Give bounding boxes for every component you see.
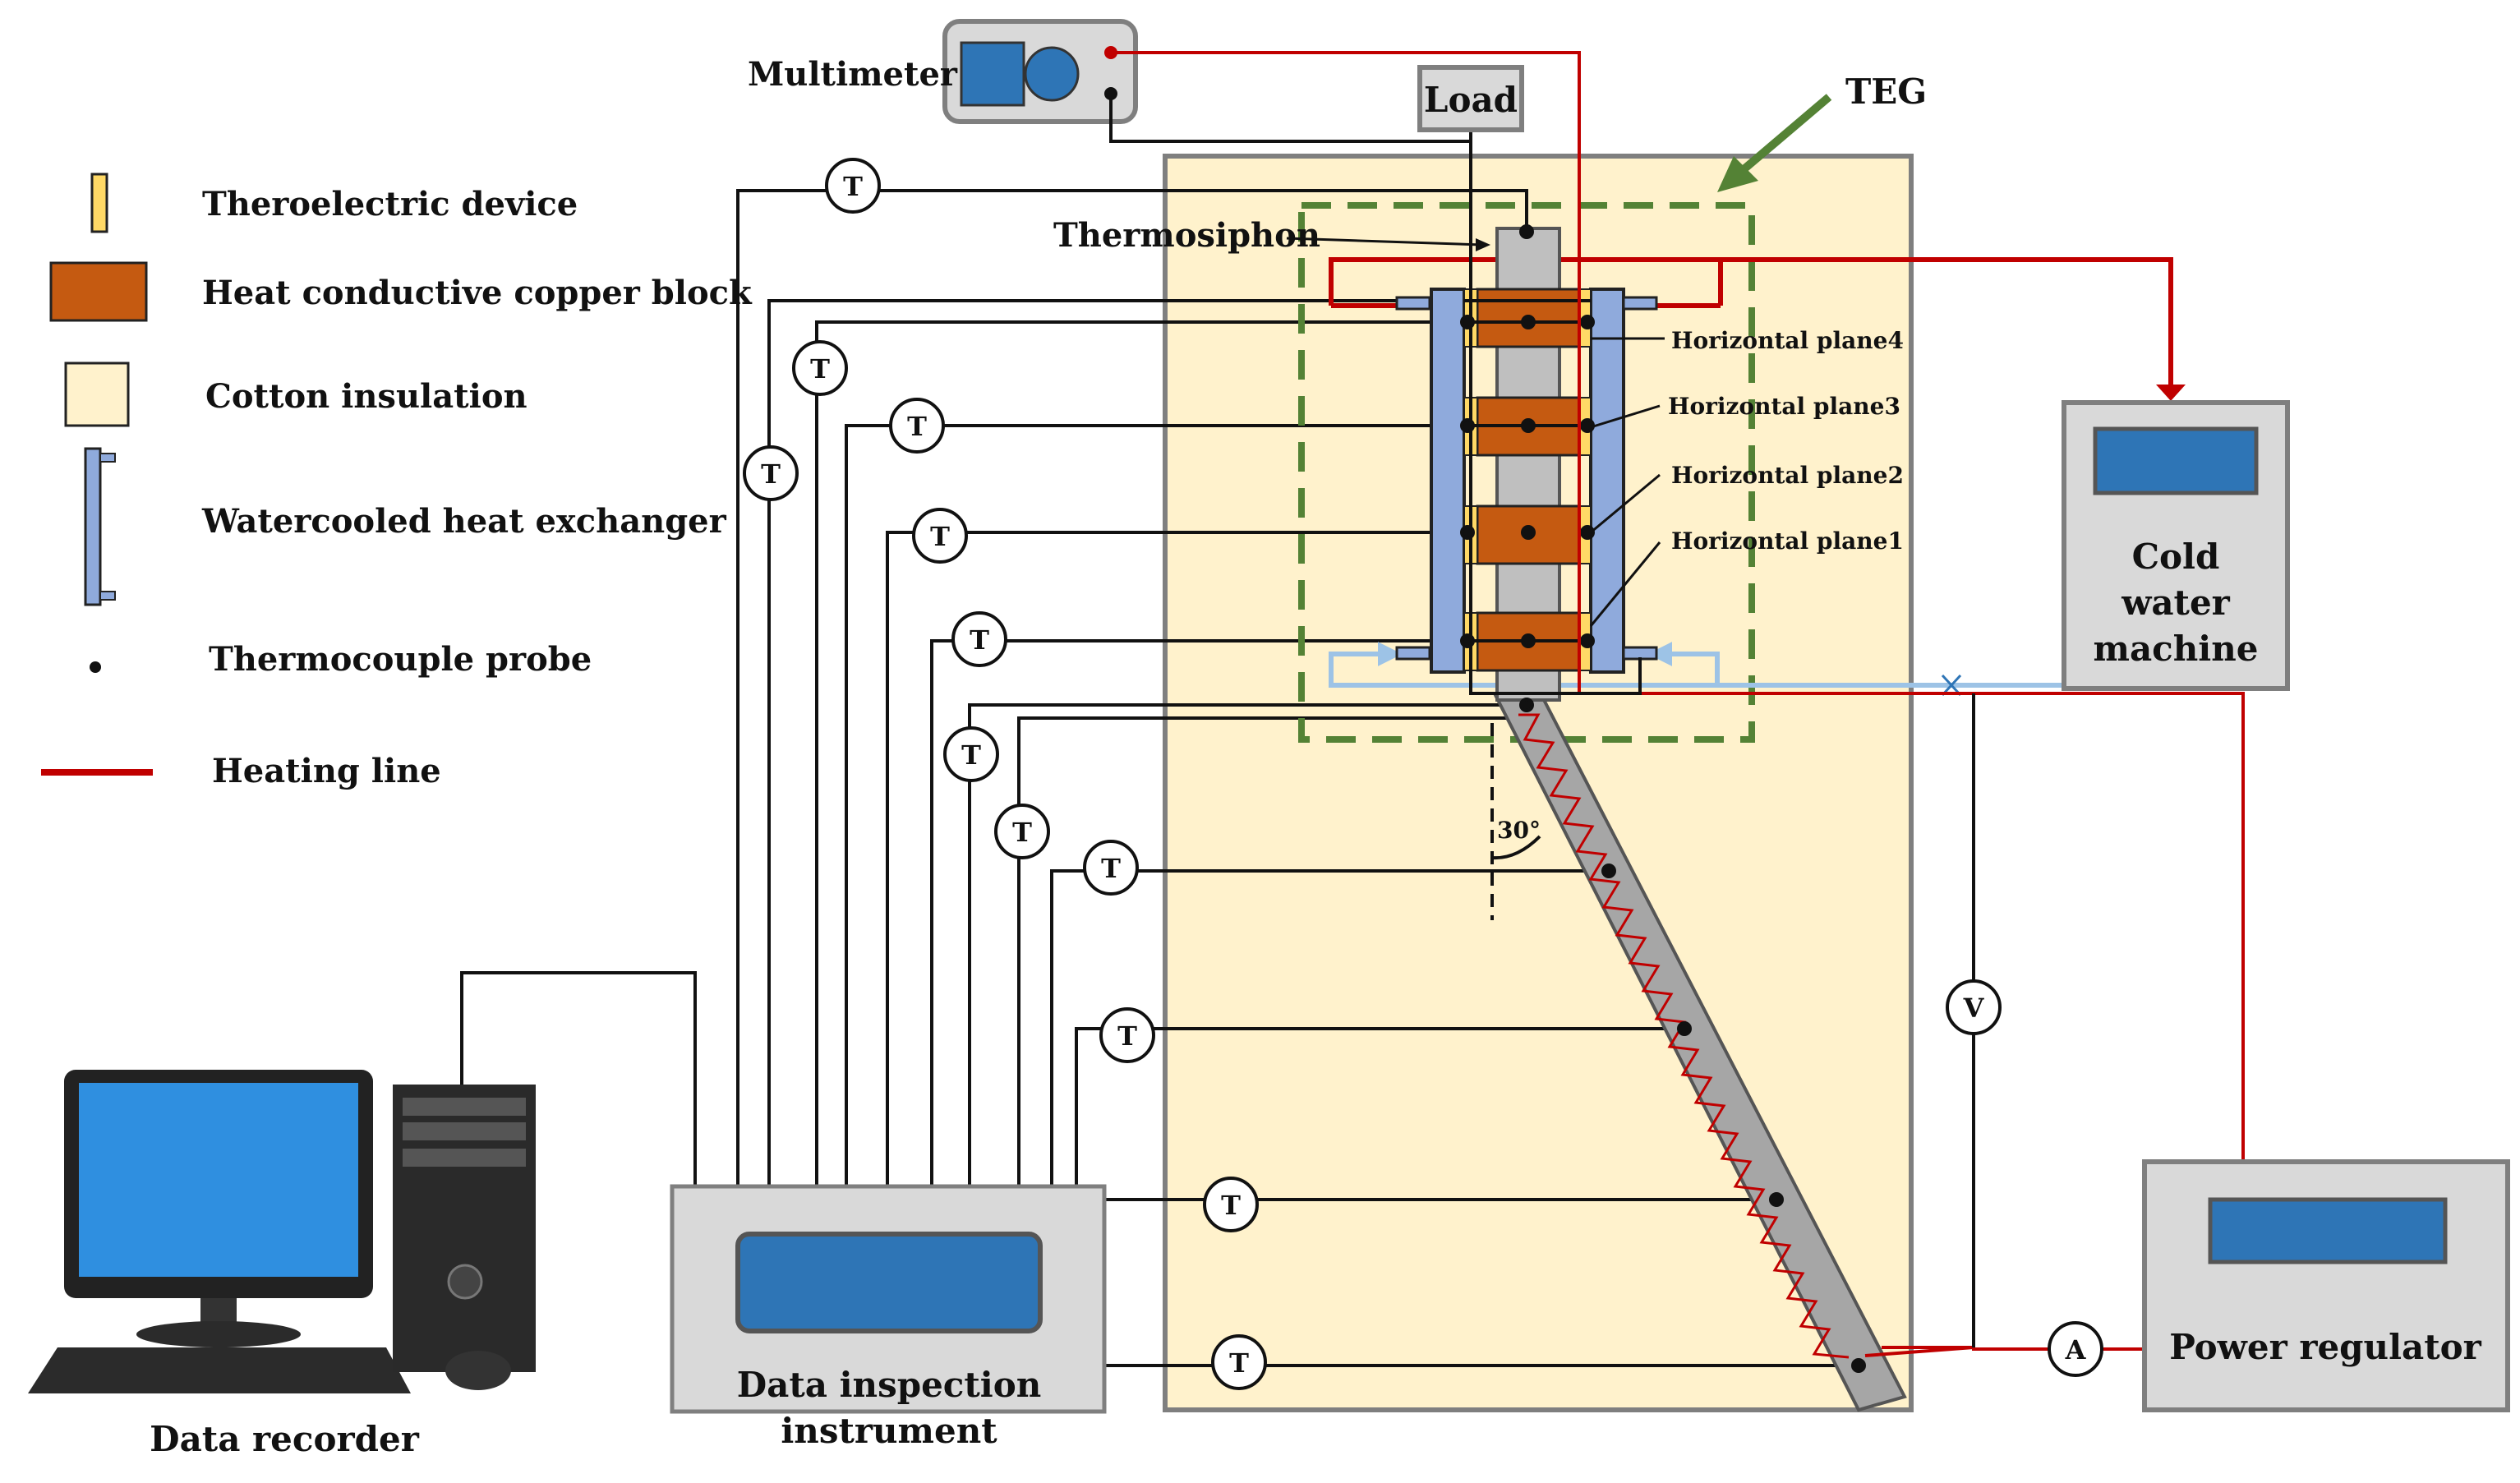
svg-text:T: T <box>961 739 981 771</box>
svg-text:T: T <box>1101 853 1121 884</box>
data-inspection-instrument: Data inspection instrument <box>670 1184 1107 1451</box>
legend-probe-dot <box>90 661 101 673</box>
voltmeter: V <box>1946 979 2002 1035</box>
teg-stack <box>1395 224 1866 1373</box>
teg-pointer-arrow <box>1717 94 1832 192</box>
thermosiphon-label: Thermosiphon <box>1053 216 1320 255</box>
keyboard <box>28 1347 411 1393</box>
cold-water-label-line1: Cold <box>2132 537 2220 577</box>
svg-text:T: T <box>930 521 950 552</box>
thermocouple-symbol: T <box>943 726 999 782</box>
cold-water-label-line2: water <box>2121 583 2230 623</box>
legend-copper-label: Heat conductive copper block <box>202 274 753 312</box>
legend: Theroelectric device Heat conductive cop… <box>41 173 753 790</box>
legend-teg-swatch <box>90 173 108 233</box>
svg-text:T: T <box>970 624 989 656</box>
thermocouple-symbol: T <box>743 445 799 501</box>
thermocouple-symbol: T <box>792 340 848 396</box>
plane2-label: Horizontal plane2 <box>1671 462 1904 489</box>
svg-text:T: T <box>1229 1347 1249 1379</box>
thermocouple-symbols: T T T T T T T T T T T T <box>743 158 1267 1390</box>
legend-copper-swatch <box>49 261 148 322</box>
data-recorder-label: Data recorder <box>150 1419 420 1459</box>
thermosiphon-pointer <box>1286 237 1490 251</box>
power-regulator: Power regulator <box>2142 1159 2510 1412</box>
ammeter-symbol: A <box>2065 1334 2087 1366</box>
svg-text:T: T <box>1117 1020 1137 1052</box>
legend-cotton-label: Cotton insulation <box>205 377 527 416</box>
angle-arc <box>1491 835 1541 860</box>
data-inspection-label-line2: instrument <box>781 1411 997 1451</box>
exchanger-right <box>1589 288 1625 674</box>
multimeter <box>942 19 1138 124</box>
thermocouple-symbol: T <box>994 804 1050 859</box>
voltmeter-symbol: V <box>1963 993 1985 1024</box>
svg-text:T: T <box>843 171 863 202</box>
svg-text:T: T <box>1221 1190 1241 1221</box>
legend-probe-label: Thermocouple probe <box>209 640 592 679</box>
monitor-screen <box>79 1083 358 1277</box>
legend-exchanger-swatch <box>84 447 116 606</box>
thermocouple-symbol: T <box>1211 1334 1267 1390</box>
teg-label: TEG <box>1845 71 1927 112</box>
thermocouple-symbol: T <box>1083 840 1139 896</box>
plane4-label: Horizontal plane4 <box>1671 327 1904 354</box>
svg-text:T: T <box>810 353 830 385</box>
data-recorder-computer: Data recorder <box>28 1070 536 1459</box>
svg-text:T: T <box>907 411 927 442</box>
legend-teg-label: Theroelectric device <box>202 185 578 223</box>
load-label: Load <box>1424 80 1518 120</box>
plane3-label: Horizontal plane3 <box>1668 393 1900 420</box>
cold-water-label-line3: machine <box>2094 629 2259 669</box>
data-inspection-screen <box>735 1232 1043 1333</box>
power-regulator-label: Power regulator <box>2169 1327 2481 1367</box>
ammeter: A <box>2048 1321 2103 1377</box>
plane-labels <box>1589 337 1665 627</box>
load-resistor: Load <box>1417 65 1524 132</box>
svg-text:T: T <box>761 458 781 490</box>
data-inspection-label-line1: Data inspection <box>737 1365 1042 1405</box>
thermocouple-symbol: T <box>1099 1007 1155 1063</box>
thermocouple-symbol: T <box>1203 1177 1259 1232</box>
heating-coil <box>1518 713 1850 1359</box>
angle-label: 30° <box>1497 817 1541 844</box>
thermocouple-symbol: T <box>951 611 1007 667</box>
thermocouple-symbol: T <box>889 398 945 454</box>
plane1-label: Horizontal plane1 <box>1671 527 1904 555</box>
legend-heating-label: Heating line <box>212 752 441 790</box>
multimeter-label: Multimeter <box>748 55 958 94</box>
exchanger-left <box>1430 288 1466 674</box>
cooling-water-line <box>1329 642 2064 688</box>
cold-water-machine: Cold water machine <box>2062 400 2290 691</box>
mouse <box>445 1351 511 1390</box>
legend-cotton-swatch <box>64 362 130 427</box>
legend-exchanger-label: Watercooled heat exchanger <box>201 502 727 541</box>
thermocouple-symbol: T <box>825 158 881 214</box>
svg-text:T: T <box>1012 817 1032 848</box>
thermocouple-symbol: T <box>912 508 968 564</box>
